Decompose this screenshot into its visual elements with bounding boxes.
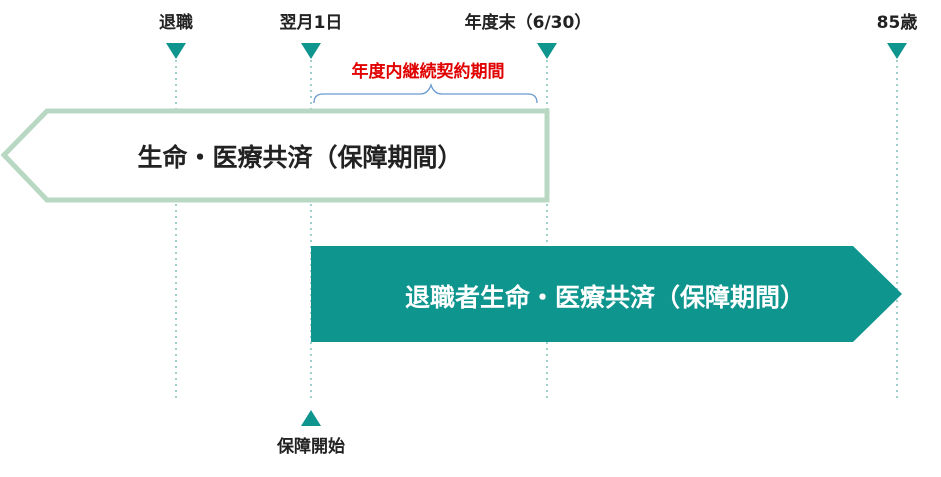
milestone-label-next-month: 翌月1日 bbox=[279, 13, 343, 33]
life-medical-arrow-label: 生命・医療共済（保障期間） bbox=[137, 143, 463, 172]
retiree-life-medical-arrow-label: 退職者生命・医療共済（保障期間） bbox=[404, 283, 806, 312]
marker-triangle-fiscal-end bbox=[537, 43, 557, 59]
period-brace bbox=[313, 82, 538, 104]
continuation-period-label: 年度内継続契約期間 bbox=[351, 62, 505, 82]
life-medical-arrow bbox=[0, 108, 550, 203]
marker-triangle-next-month bbox=[301, 43, 321, 59]
retiree-life-medical-arrow bbox=[311, 246, 902, 342]
marker-triangle-coverage-start bbox=[301, 410, 321, 426]
coverage-start-label: 保障開始 bbox=[277, 437, 345, 457]
milestone-label-retire: 退職 bbox=[159, 13, 193, 33]
milestone-label-fiscal-end: 年度末（6/30） bbox=[464, 13, 592, 33]
marker-triangle-age85 bbox=[887, 43, 907, 59]
milestone-label-age85: 85歳 bbox=[876, 13, 918, 33]
marker-triangle-retire bbox=[166, 43, 186, 59]
